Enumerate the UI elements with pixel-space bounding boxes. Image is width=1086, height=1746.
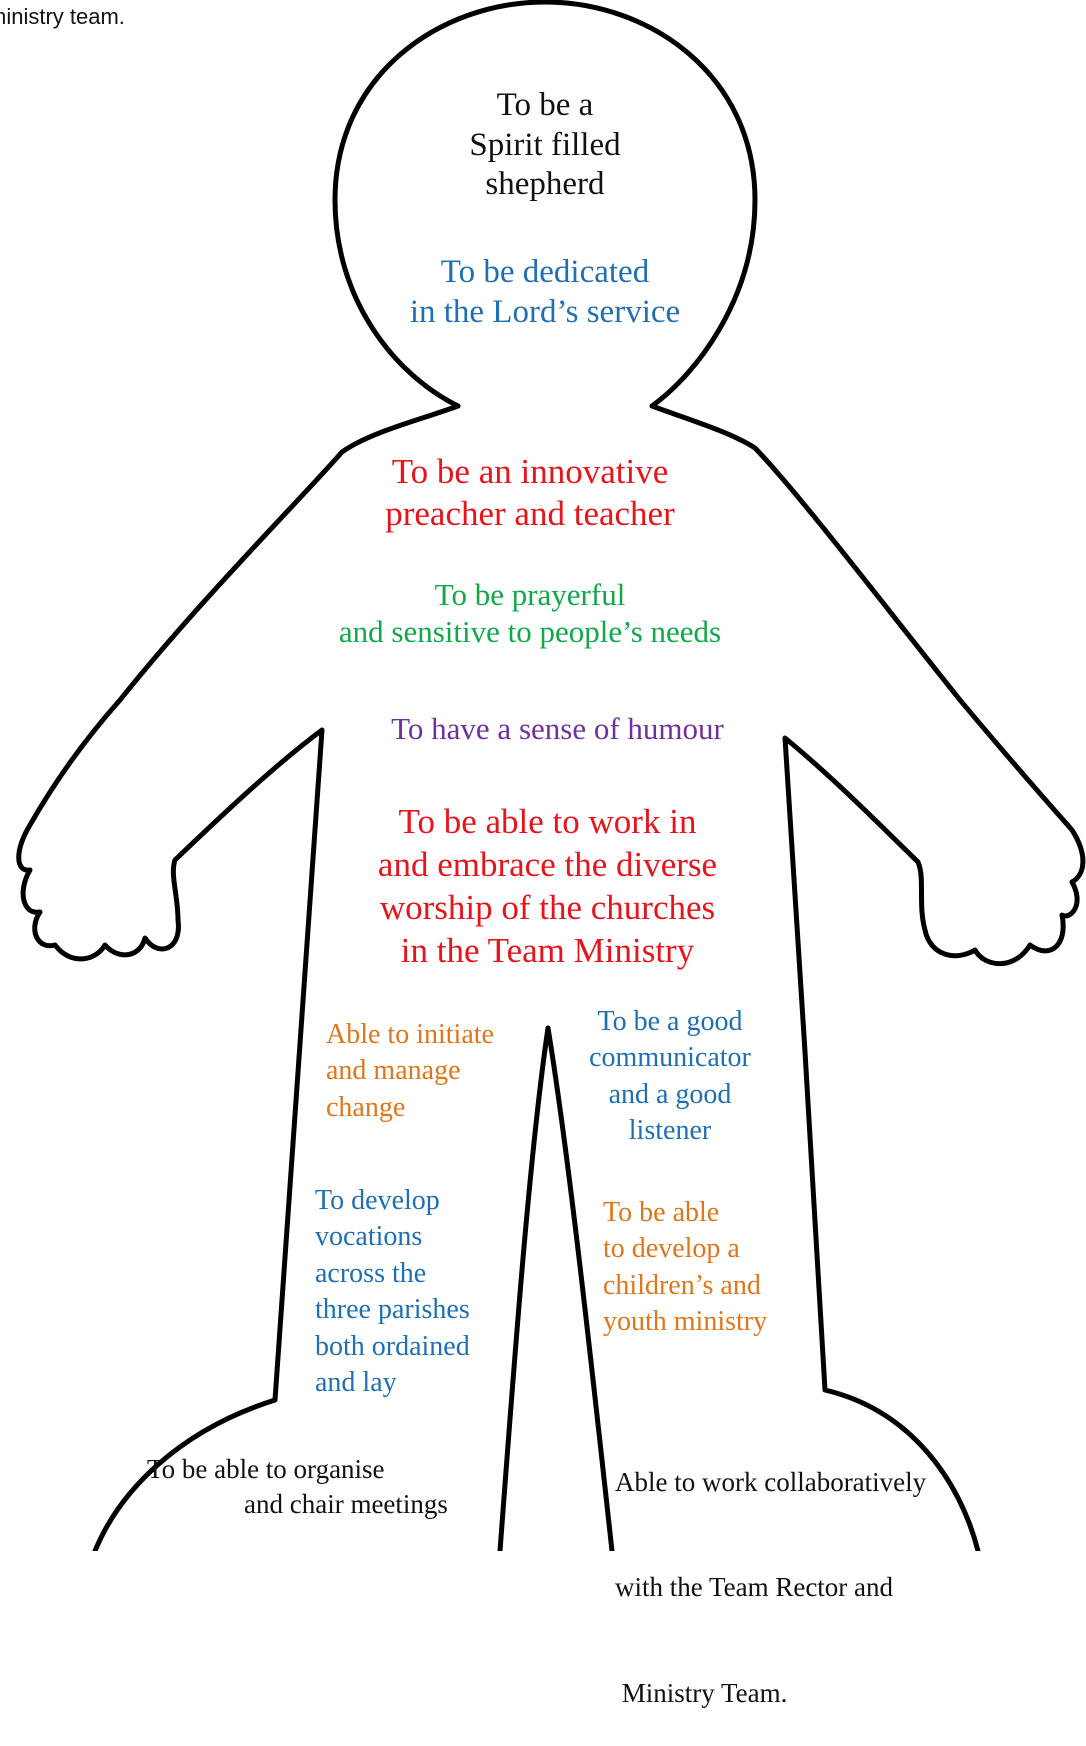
line: and sensitive to people’s needs	[338, 614, 722, 650]
person-outline-figure	[16, 0, 1086, 1551]
line: Able to initiate	[326, 1019, 494, 1050]
line: three parishes	[315, 1294, 470, 1326]
line: To be a good	[597, 1006, 743, 1037]
head-outline	[332, 0, 758, 409]
quality-spirit-filled: To be a Spirit filled shepherd	[445, 86, 645, 205]
line: to develop a	[603, 1233, 740, 1265]
right-body-outline	[649, 403, 1086, 1551]
line: Ministry Team.	[615, 1677, 788, 1708]
line: in the Team Ministry	[400, 931, 695, 971]
line: and manage	[326, 1055, 461, 1087]
line: vocations	[315, 1221, 423, 1253]
line: To be able to organise	[147, 1454, 385, 1484]
line: To have a sense of humour	[391, 711, 724, 746]
line: Able to work collaboratively	[615, 1467, 927, 1498]
inner-legs-outline	[497, 1025, 615, 1551]
line: worship of the churches	[379, 888, 716, 928]
quality-manage-change: Able to initiate and manage change	[326, 1017, 494, 1126]
quality-prayerful: To be prayerful and sensitive to people’…	[300, 576, 760, 650]
line: with the Team Rector and	[615, 1572, 894, 1603]
line: in the Lord’s service	[409, 293, 681, 330]
left-body-outline	[16, 403, 461, 1551]
line: To be dedicated	[440, 254, 650, 290]
line: listener	[628, 1115, 712, 1147]
line: To develop	[315, 1185, 440, 1216]
line: and a good	[608, 1078, 732, 1110]
line: communicator	[589, 1042, 751, 1074]
line: and embrace the diverse	[377, 845, 718, 885]
line: To be an innovative	[391, 452, 669, 491]
quality-diverse-worship: To be able to work in and embrace the di…	[360, 800, 735, 972]
line: To be prayerful	[434, 577, 626, 612]
line: youth ministry	[603, 1306, 768, 1338]
line: To be a	[496, 87, 594, 123]
line: To be able to work in	[398, 802, 697, 841]
quality-dedicated: To be dedicated in the Lord’s service	[375, 253, 715, 332]
line: and lay	[315, 1366, 397, 1398]
quality-innovative: To be an innovative preacher and teacher	[355, 451, 705, 535]
intro-text: ministry team.	[0, 4, 125, 29]
line: both ordained	[315, 1330, 470, 1362]
line: preacher and teacher	[385, 494, 675, 533]
quality-childrens-ministry: To be able to develop a children’s and y…	[603, 1195, 767, 1341]
quality-meetings: To be able to organise and chair meeting…	[147, 1452, 448, 1522]
quality-humour: To have a sense of humour	[355, 710, 760, 747]
quality-communicator: To be a good communicator and a good lis…	[570, 1004, 770, 1150]
line: and chair meetings	[244, 1489, 448, 1520]
line: shepherd	[485, 166, 605, 203]
line: Spirit filled	[469, 126, 621, 163]
line: change	[326, 1091, 406, 1123]
line: children’s and	[603, 1269, 761, 1301]
line: To be able	[603, 1197, 720, 1228]
line: across the	[315, 1257, 427, 1289]
quality-vocations: To develop vocations across the three pa…	[315, 1183, 470, 1401]
quality-collaborative: Able to work collaboratively with the Te…	[615, 1395, 926, 1746]
